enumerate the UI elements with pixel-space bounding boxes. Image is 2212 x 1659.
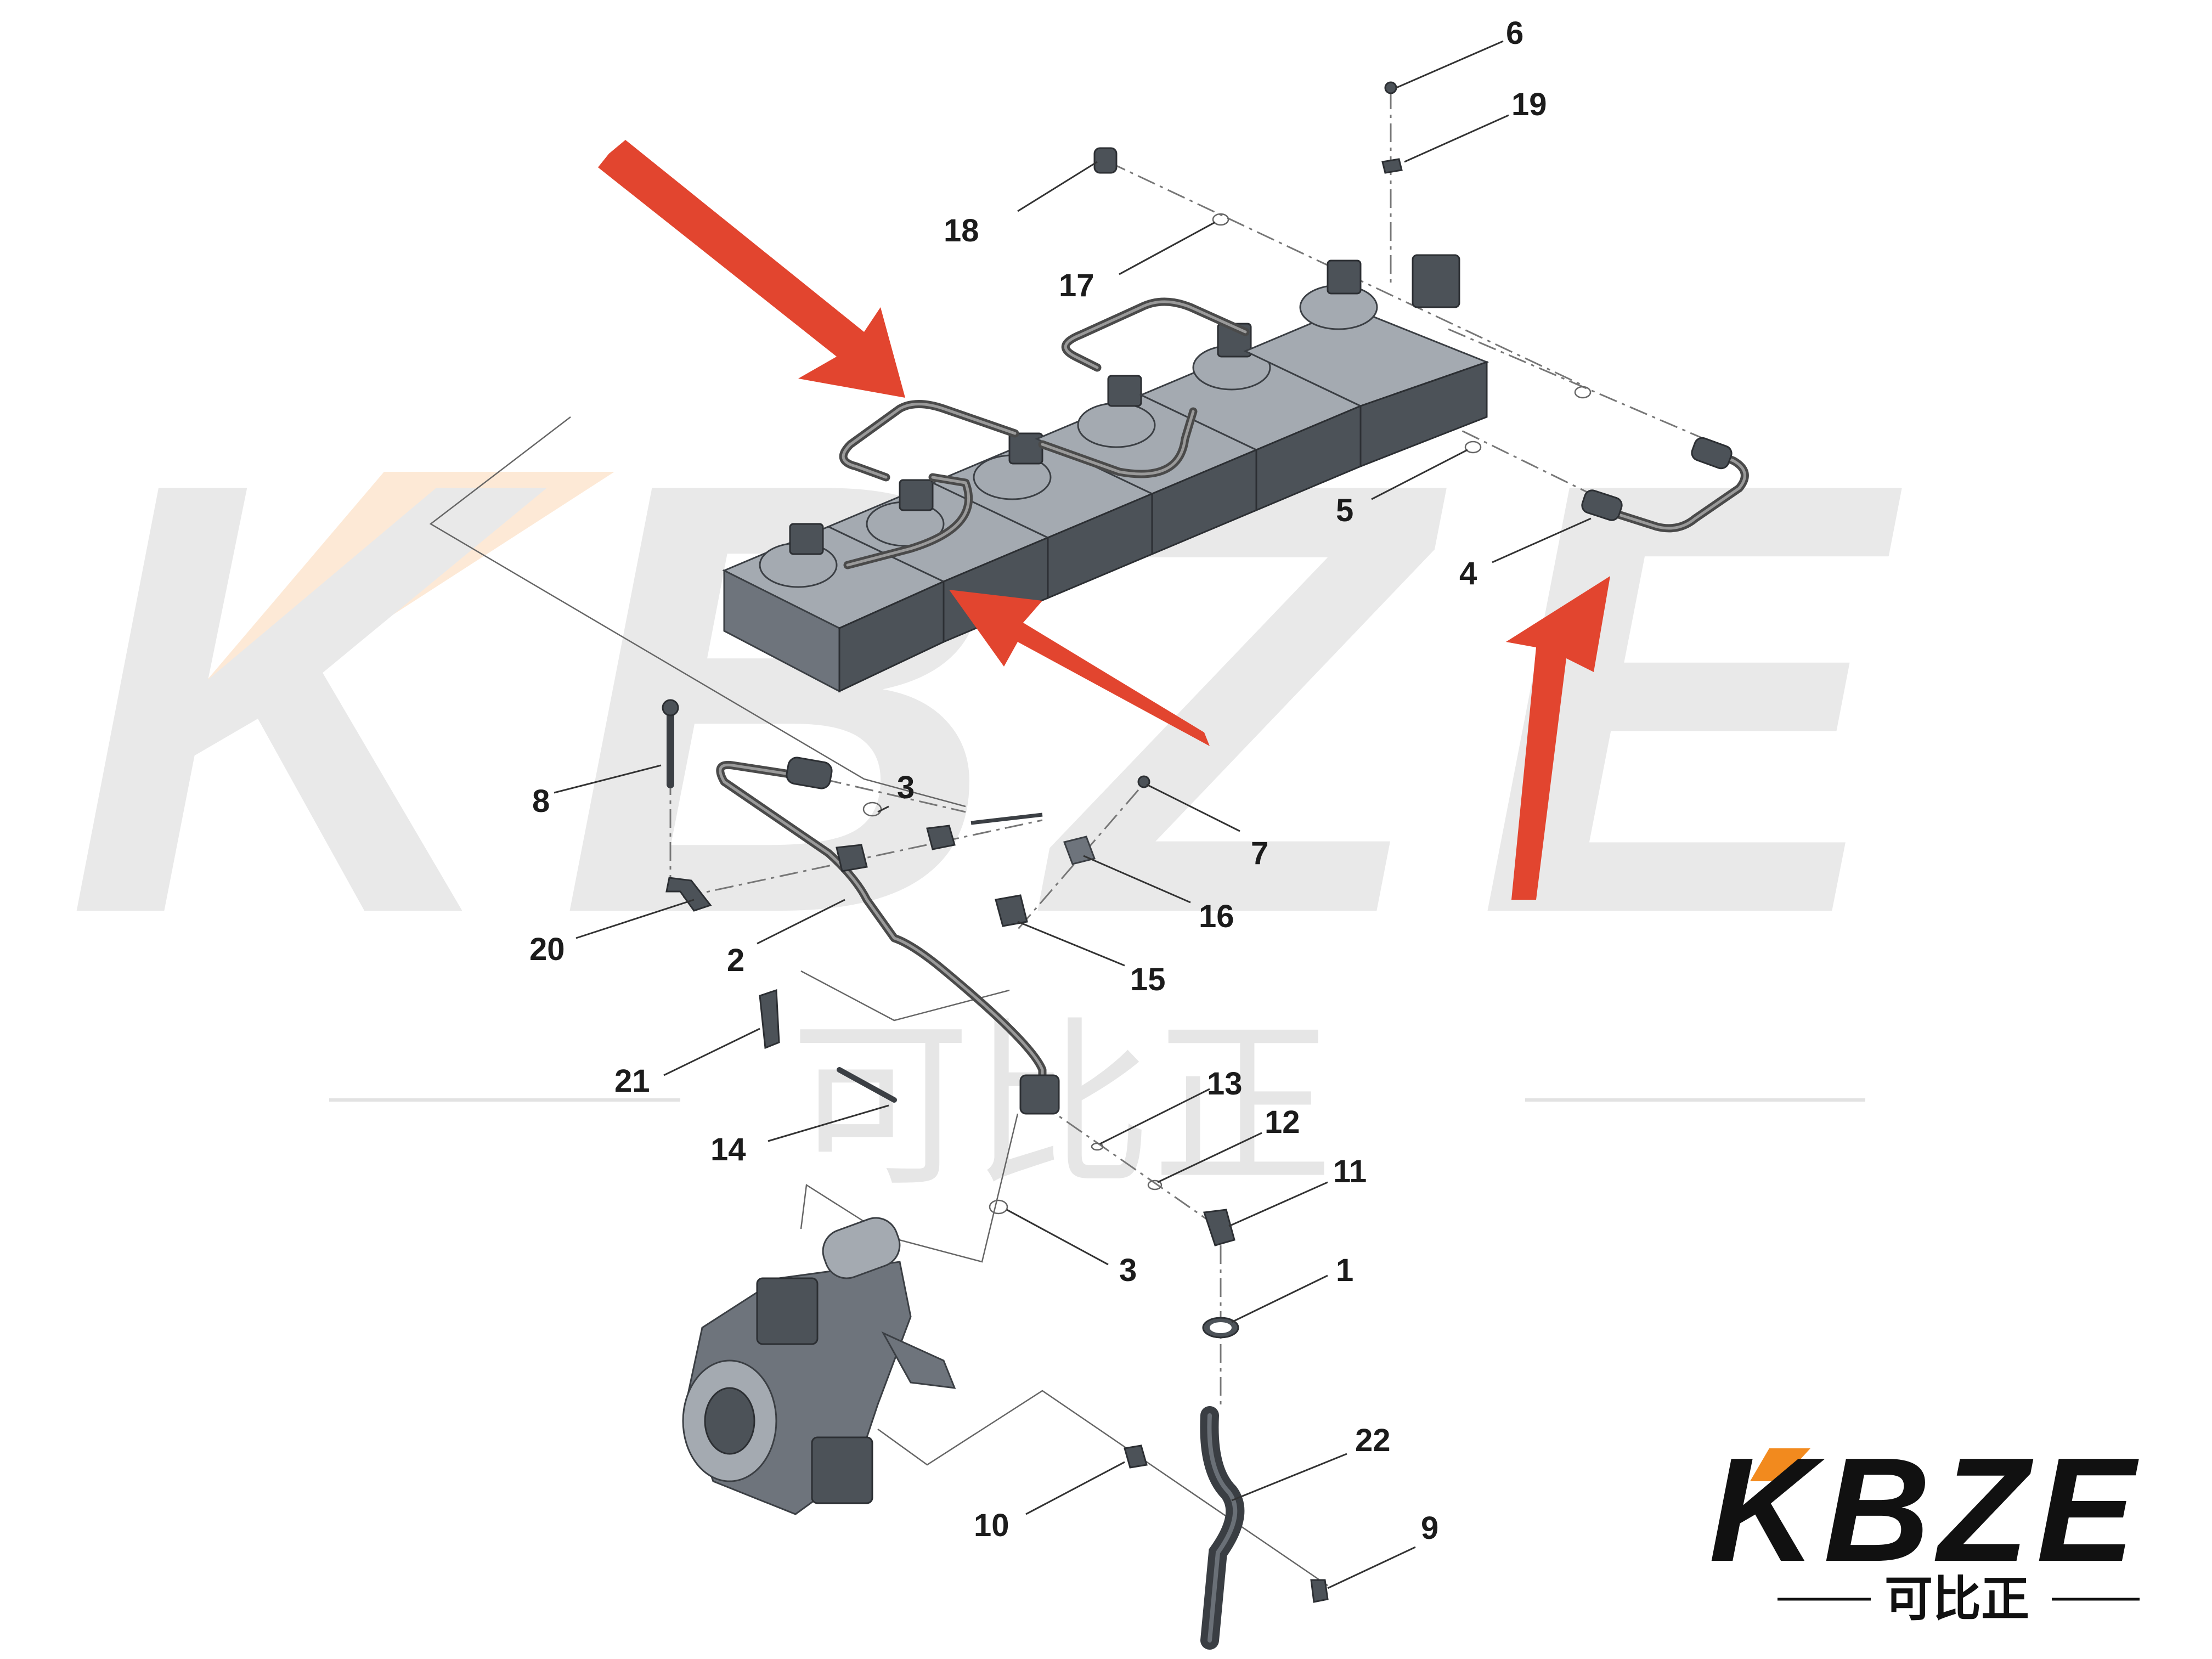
pump-return-line <box>877 1390 1328 1587</box>
watermark-subtitle: 可比正 <box>790 1001 1333 1211</box>
red-arrow-middle <box>949 590 1210 746</box>
o-ring-3-lower <box>989 1199 1008 1215</box>
clamp-on-pipe <box>836 844 868 872</box>
callout-8: 8 <box>532 783 550 819</box>
callout-7: 7 <box>1251 836 1268 871</box>
washer-19 <box>1381 158 1403 174</box>
callout-12: 12 <box>1265 1104 1300 1140</box>
callout-21: 21 <box>614 1063 650 1099</box>
callout-5: 5 <box>1336 493 1353 528</box>
bracket-21-line <box>800 970 1010 1022</box>
callout-11: 11 <box>1333 1154 1367 1189</box>
assembly-lines <box>429 91 1718 1587</box>
injector-module-3 <box>930 432 1154 600</box>
callout-20: 20 <box>529 932 565 967</box>
clip-15 <box>995 894 1028 927</box>
logo-text: KBZE <box>1709 1427 2143 1593</box>
callout-6: 6 <box>1506 15 1523 51</box>
fuel-injection-pump <box>682 1217 956 1515</box>
callout-10: 10 <box>974 1508 1009 1543</box>
o-ring-17 <box>1212 213 1229 226</box>
watermark-accent-shape <box>198 472 614 691</box>
fitting-axis-line <box>1039 1102 1221 1230</box>
callout-3-upper: 3 <box>897 770 915 805</box>
callout-2: 2 <box>727 943 744 978</box>
clamp-upper <box>926 825 956 850</box>
washer-13 <box>1091 1142 1104 1151</box>
bolt-9 <box>1310 1579 1329 1603</box>
callout-9: 9 <box>1421 1510 1438 1546</box>
callout-22: 22 <box>1355 1423 1391 1458</box>
o-ring-5 <box>1464 441 1482 454</box>
injector-frame-line <box>429 416 966 808</box>
bracket-20 <box>665 877 712 912</box>
return-hose-22 <box>1200 1406 1245 1650</box>
bracket-axis-line <box>682 819 1043 898</box>
logo-subtitle: 可比正 <box>1884 1571 2029 1627</box>
bolt-6 <box>1384 81 1397 94</box>
high-pressure-pipe-4 <box>1581 437 1749 533</box>
clip-axis-line <box>1014 789 1139 933</box>
callout-19: 19 <box>1511 87 1547 122</box>
plug-18 <box>1093 147 1118 174</box>
callout-18: 18 <box>944 213 979 249</box>
banjo-bolt-11 <box>1203 1209 1235 1246</box>
washer-12 <box>1147 1180 1163 1190</box>
callout-13: 13 <box>1207 1066 1243 1102</box>
brand-logo: KBZE 可比正 <box>1709 1427 2143 1627</box>
small-hardware-top <box>1093 81 1592 454</box>
injector-module-6 <box>1243 254 1489 468</box>
o-ring-3-upper <box>862 802 882 817</box>
red-arrow-top-left <box>598 140 905 398</box>
callout-3-lower: 3 <box>1119 1252 1137 1288</box>
fitting-10 <box>1124 1444 1148 1469</box>
fuel-pipe-2 <box>716 757 1060 1115</box>
plug-axis-line <box>1108 161 1581 385</box>
injector-module-1 <box>722 523 946 693</box>
clamp-axis-line <box>822 778 966 813</box>
callout-labels: 6 19 18 17 5 4 7 8 3 16 15 20 2 21 14 13… <box>529 15 1547 1546</box>
leader-lines <box>554 40 1592 1589</box>
callout-15: 15 <box>1130 962 1166 997</box>
red-arrow-right <box>1506 576 1610 900</box>
bolt-14 <box>837 1067 897 1103</box>
bracket-21 <box>759 989 780 1049</box>
injector-module-5 <box>1139 323 1363 512</box>
injector-block-assembly <box>722 254 1489 693</box>
callout-16: 16 <box>1199 899 1234 934</box>
callout-4: 4 <box>1459 556 1477 591</box>
logo-accent-shape <box>1750 1448 1810 1481</box>
injector-module-4 <box>1035 375 1259 556</box>
callout-17: 17 <box>1059 268 1094 303</box>
callout-14: 14 <box>710 1132 746 1167</box>
red-arrows <box>598 140 1610 900</box>
callout-1: 1 <box>1336 1252 1353 1288</box>
o-ring-top-right <box>1574 386 1592 399</box>
